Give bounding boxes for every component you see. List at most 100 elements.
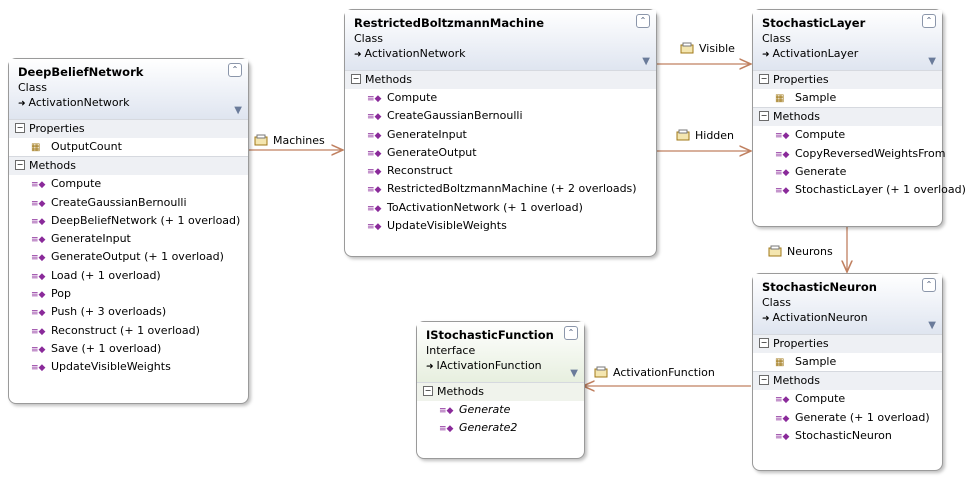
collapse-icon[interactable]: ⌃ [922, 278, 936, 292]
member-stochasticneuron[interactable]: ≡◆StochasticNeuron [753, 427, 942, 445]
member-generateoutput[interactable]: ≡◆GenerateOutput [345, 144, 656, 162]
collapse-section-icon[interactable]: − [15, 123, 25, 133]
member-push[interactable]: ≡◆Push (+ 3 overloads) [9, 303, 248, 321]
method-icon: ≡◆ [439, 406, 454, 416]
method-icon: ≡◆ [367, 130, 382, 141]
member-load[interactable]: ≡◆Load (+ 1 overload) [9, 267, 248, 285]
inheritance-arrow-icon: ➜ [18, 99, 26, 109]
member-generate[interactable]: ≡◆Generate [753, 163, 942, 181]
member-generateinput[interactable]: ≡◆GenerateInput [345, 126, 656, 144]
collapse-section-icon[interactable]: − [15, 160, 25, 171]
member-sample[interactable]: ▦Sample [753, 353, 942, 371]
member-restrictedboltzmannmachine[interactable]: ≡◆RestrictedBoltzmannMachine (+ 2 overlo… [345, 180, 656, 198]
base-type: ➜IActivationFunction [426, 359, 542, 372]
member-copyreversedweightsfrom[interactable]: ≡◆CopyReversedWeightsFrom [753, 145, 945, 163]
method-icon: ≡◆ [775, 167, 790, 178]
filter-icon[interactable]: ▼ [642, 56, 650, 67]
collapse-icon[interactable]: ⌃ [636, 14, 650, 28]
collapse-section-icon[interactable]: − [759, 74, 769, 84]
member-sample[interactable]: ▦Sample [753, 89, 942, 107]
property-icon [676, 129, 690, 141]
member-updatevisibleweights[interactable]: ≡◆UpdateVisibleWeights [345, 217, 656, 235]
member-compute[interactable]: ≡◆Compute [9, 175, 248, 193]
collapse-icon[interactable]: ⌃ [922, 14, 936, 28]
collapse-icon[interactable]: ⌃ [228, 63, 242, 77]
member-toactivationnetwork[interactable]: ≡◆ToActivationNetwork (+ 1 overload) [345, 199, 656, 217]
class-kind: Class [18, 81, 47, 94]
section-header-methods[interactable]: −Methods [753, 371, 942, 391]
section-header-methods[interactable]: −Methods [345, 70, 656, 89]
section-header-methods[interactable]: −Methods [753, 107, 942, 127]
member-pop[interactable]: ≡◆Pop [9, 285, 248, 303]
base-type: ➜ActivationNetwork [18, 96, 130, 109]
hidden-label: Hidden [676, 129, 734, 142]
class-title: DeepBeliefNetwork [18, 65, 144, 79]
section-header-methods[interactable]: −Methods [9, 156, 248, 176]
method-icon: ≡◆ [367, 148, 382, 159]
property-icon [594, 366, 608, 378]
class-kind: Class [762, 32, 791, 45]
inheritance-arrow-icon: ➜ [762, 314, 770, 324]
member-stochasticlayer[interactable]: ≡◆StochasticLayer (+ 1 overload) [753, 181, 966, 199]
member-updatevisibleweights[interactable]: ≡◆UpdateVisibleWeights [9, 358, 248, 376]
member-generateoutput[interactable]: ≡◆GenerateOutput (+ 1 overload) [9, 248, 248, 266]
filter-icon[interactable]: ▼ [234, 105, 242, 116]
member-compute[interactable]: ≡◆Compute [753, 390, 942, 408]
member-outputcount[interactable]: ▦OutputCount [9, 138, 248, 156]
member-generateinput[interactable]: ≡◆GenerateInput [9, 230, 248, 248]
property-icon: ▦ [775, 357, 785, 368]
collapse-section-icon[interactable]: − [351, 74, 361, 84]
inheritance-arrow-icon: ➜ [354, 50, 362, 60]
collapse-section-icon[interactable]: − [759, 375, 769, 386]
collapse-section-icon[interactable]: − [759, 111, 769, 122]
member-creategaussianbernoulli[interactable]: ≡◆CreateGaussianBernoulli [9, 194, 248, 212]
member-generate[interactable]: ≡◆Generate (+ 1 overload) [753, 409, 942, 427]
method-icon: ≡◆ [31, 308, 46, 319]
section-header-properties[interactable]: −Properties [753, 334, 942, 353]
activation-function-label: ActivationFunction [594, 366, 715, 379]
filter-icon[interactable]: ▼ [928, 320, 936, 331]
member-reconstruct[interactable]: ≡◆Reconstruct [345, 162, 656, 180]
filter-icon[interactable]: ▼ [570, 368, 578, 379]
method-icon: ≡◆ [31, 180, 46, 191]
member-compute[interactable]: ≡◆Compute [753, 126, 942, 144]
member-deepbeliefnetwork[interactable]: ≡◆DeepBeliefNetwork (+ 1 overload) [9, 212, 248, 230]
section-header-properties[interactable]: −Properties [753, 70, 942, 89]
property-icon: ▦ [31, 142, 41, 153]
member-generate[interactable]: ≡◆Generate [417, 401, 584, 419]
class-kind: Class [762, 296, 791, 309]
section-header-properties[interactable]: −Properties [9, 119, 248, 138]
method-icon: ≡◆ [31, 253, 46, 264]
collapse-section-icon[interactable]: − [759, 338, 769, 348]
collapse-icon[interactable]: ⌃ [564, 326, 578, 340]
section-header-methods[interactable]: −Methods [417, 382, 584, 401]
base-type: ➜ActivationLayer [762, 47, 859, 60]
machines-label: Machines [254, 134, 325, 147]
member-generate2[interactable]: ≡◆Generate2 [417, 419, 584, 437]
method-icon: ≡◆ [31, 290, 46, 301]
method-icon: ≡◆ [439, 424, 454, 435]
member-save[interactable]: ≡◆Save (+ 1 overload) [9, 340, 248, 358]
method-icon: ≡◆ [367, 94, 382, 104]
method-icon: ≡◆ [775, 131, 790, 142]
method-icon: ≡◆ [367, 185, 382, 196]
method-icon: ≡◆ [367, 167, 382, 178]
member-creategaussianbernoulli[interactable]: ≡◆CreateGaussianBernoulli [345, 107, 656, 125]
method-icon: ≡◆ [367, 112, 382, 123]
member-reconstruct[interactable]: ≡◆Reconstruct (+ 1 overload) [9, 322, 248, 340]
collapse-section-icon[interactable]: − [423, 386, 433, 396]
neurons-label: Neurons [768, 245, 833, 258]
filter-icon[interactable]: ▼ [928, 56, 936, 67]
member-compute[interactable]: ≡◆Compute [345, 89, 656, 107]
class-title: RestrictedBoltzmannMachine [354, 16, 545, 30]
